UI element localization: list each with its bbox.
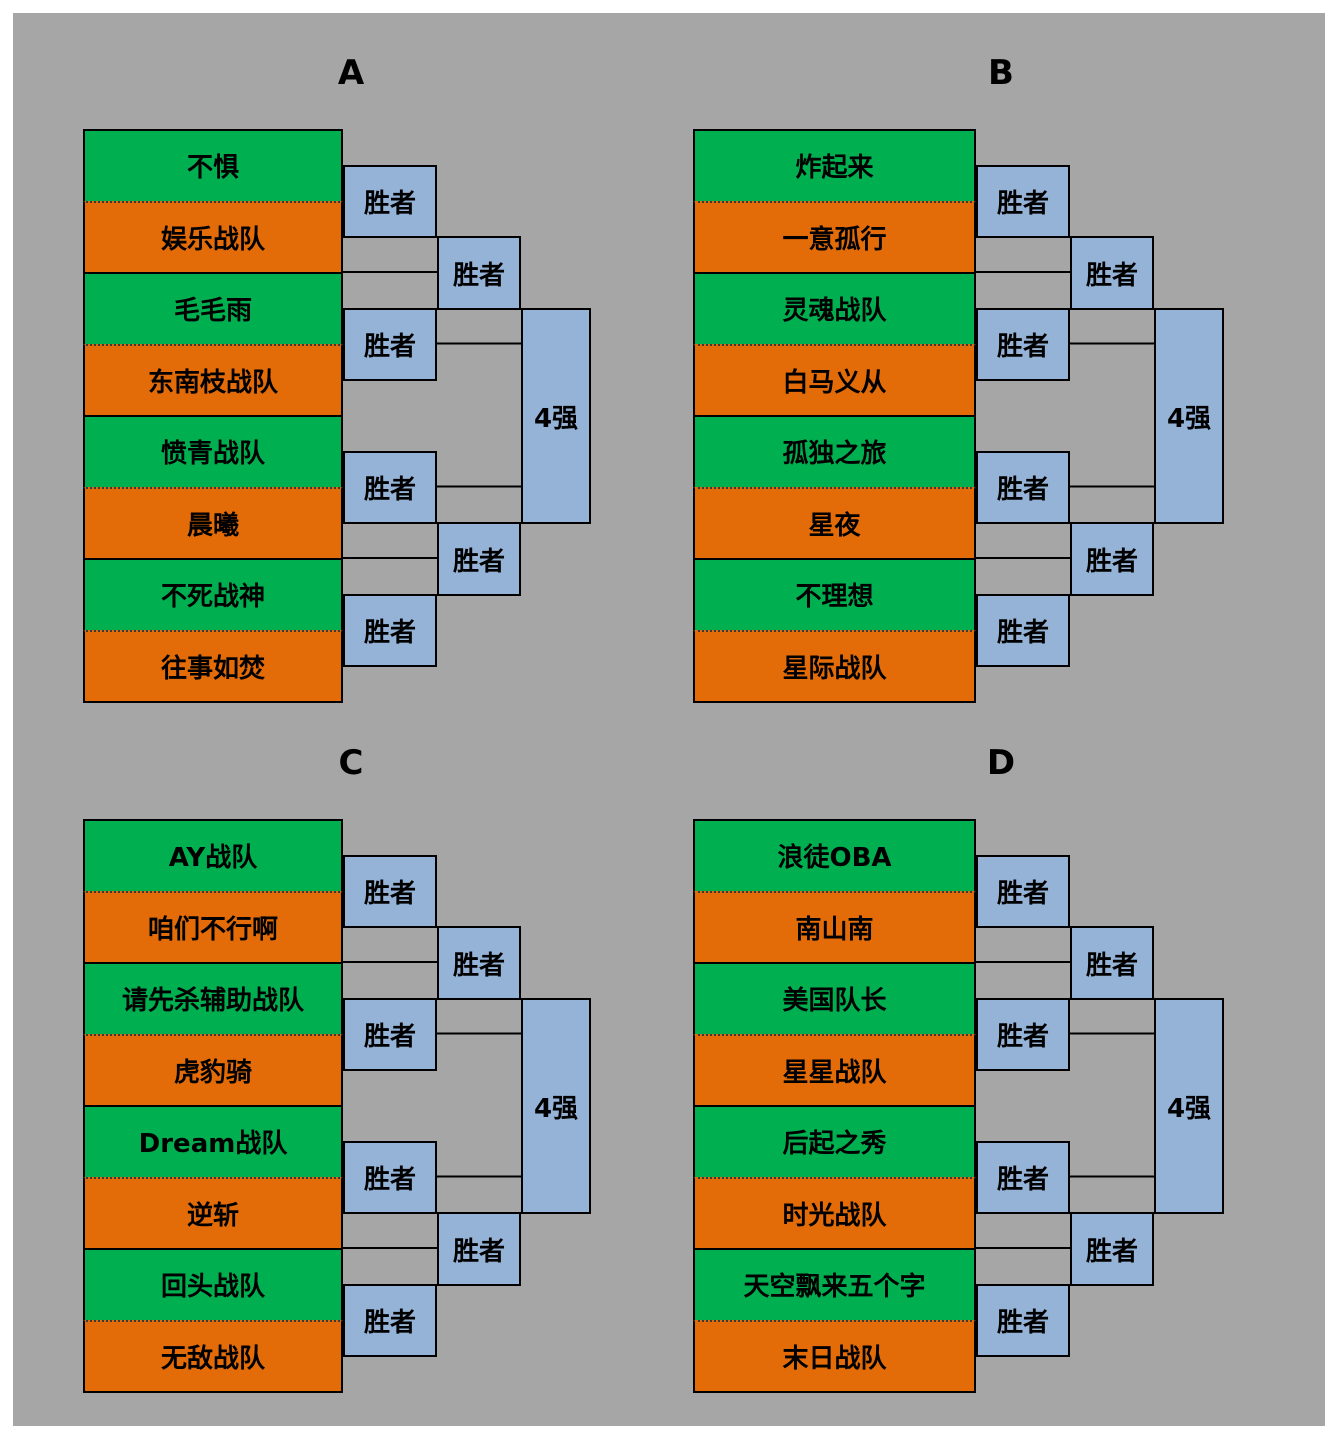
winner-box-round2: 胜者 (437, 1212, 521, 1286)
team-slot: 孤独之旅 (693, 415, 976, 489)
team-slot: 白马义从 (693, 343, 976, 417)
bracket-lines (976, 961, 1154, 1249)
bracket-lines (343, 271, 521, 559)
team-slot: 东南枝战队 (83, 343, 343, 417)
team-slot: 灵魂战队 (693, 272, 976, 346)
team-slot: 一意孤行 (693, 200, 976, 274)
team-slot: 回头战队 (83, 1248, 343, 1322)
group-title: B (988, 53, 1014, 93)
bracket-lines (343, 961, 521, 1249)
team-slot: 晨曦 (83, 486, 343, 560)
group-title: A (337, 53, 365, 93)
group-title: D (986, 743, 1016, 783)
final-four-box: 4强 (521, 307, 591, 525)
winner-box-round2: 胜者 (437, 236, 521, 310)
team-slot: 不死战神 (83, 558, 343, 632)
group-title: C (338, 743, 364, 783)
final-four-box: 4强 (521, 997, 591, 1215)
winner-box-round1: 胜者 (343, 593, 437, 668)
winner-box-round2: 胜者 (1070, 236, 1154, 310)
team-slot: 天空飘来五个字 (693, 1248, 976, 1322)
final-four-box: 4强 (1154, 307, 1224, 525)
team-slot: 虎豹骑 (83, 1033, 343, 1107)
team-slot: Dream战队 (83, 1105, 343, 1179)
winner-box-round1: 胜者 (976, 997, 1070, 1072)
team-slot: 愤青战队 (83, 415, 343, 489)
winner-box-round2: 胜者 (437, 522, 521, 596)
winner-box-round1: 胜者 (976, 1140, 1070, 1215)
team-slot: AY战队 (83, 819, 343, 893)
team-slot: 往事如焚 (83, 629, 343, 703)
team-slot: 不惧 (83, 129, 343, 203)
winner-box-round1: 胜者 (343, 307, 437, 382)
team-slot: 娱乐战队 (83, 200, 343, 274)
team-slot: 后起之秀 (693, 1105, 976, 1179)
winner-box-round1: 胜者 (976, 854, 1070, 929)
team-slot: 逆斩 (83, 1176, 343, 1250)
winner-box-round1: 胜者 (976, 164, 1070, 239)
team-slot: 星夜 (693, 486, 976, 560)
winner-box-round1: 胜者 (976, 307, 1070, 382)
team-slot: 请先杀辅助战队 (83, 962, 343, 1036)
winner-box-round2: 胜者 (1070, 926, 1154, 1000)
team-slot: 星际战队 (693, 629, 976, 703)
team-slot: 无敌战队 (83, 1319, 343, 1393)
team-slot: 南山南 (693, 890, 976, 964)
bracket-lines (976, 271, 1154, 559)
team-slot: 末日战队 (693, 1319, 976, 1393)
winner-box-round2: 胜者 (1070, 1212, 1154, 1286)
team-slot: 毛毛雨 (83, 272, 343, 346)
winner-box-round1: 胜者 (343, 164, 437, 239)
winner-box-round1: 胜者 (976, 1283, 1070, 1358)
winner-box-round1: 胜者 (976, 450, 1070, 525)
winner-box-round1: 胜者 (343, 997, 437, 1072)
team-slot: 不理想 (693, 558, 976, 632)
winner-box-round1: 胜者 (343, 1283, 437, 1358)
winner-box-round1: 胜者 (343, 450, 437, 525)
winner-box-round1: 胜者 (343, 1140, 437, 1215)
winner-box-round2: 胜者 (437, 926, 521, 1000)
team-slot: 星星战队 (693, 1033, 976, 1107)
winner-box-round1: 胜者 (976, 593, 1070, 668)
team-slot: 咱们不行啊 (83, 890, 343, 964)
final-four-box: 4强 (1154, 997, 1224, 1215)
team-slot: 炸起来 (693, 129, 976, 203)
team-slot: 浪徒OBA (693, 819, 976, 893)
winner-box-round2: 胜者 (1070, 522, 1154, 596)
team-slot: 时光战队 (693, 1176, 976, 1250)
winner-box-round1: 胜者 (343, 854, 437, 929)
team-slot: 美国队长 (693, 962, 976, 1036)
